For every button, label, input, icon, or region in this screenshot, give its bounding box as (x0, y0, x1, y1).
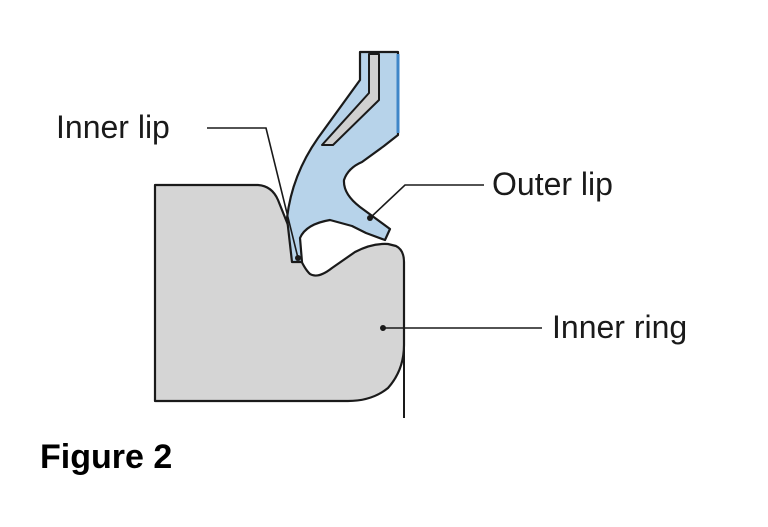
outer-lip-marker (367, 215, 373, 221)
seal-lip-body (285, 50, 400, 264)
outer-lip-label: Outer lip (492, 166, 613, 202)
inner-lip-label: Inner lip (56, 109, 170, 145)
inner-ring-label: Inner ring (552, 309, 687, 345)
inner-lip-leader-line (207, 127, 299, 259)
metal-insert (321, 53, 380, 146)
inner-ring-marker (380, 325, 386, 331)
outer-lip-leader-line (369, 184, 484, 219)
inner-lip-marker (295, 255, 301, 261)
figure-caption: Figure 2 (40, 438, 173, 476)
